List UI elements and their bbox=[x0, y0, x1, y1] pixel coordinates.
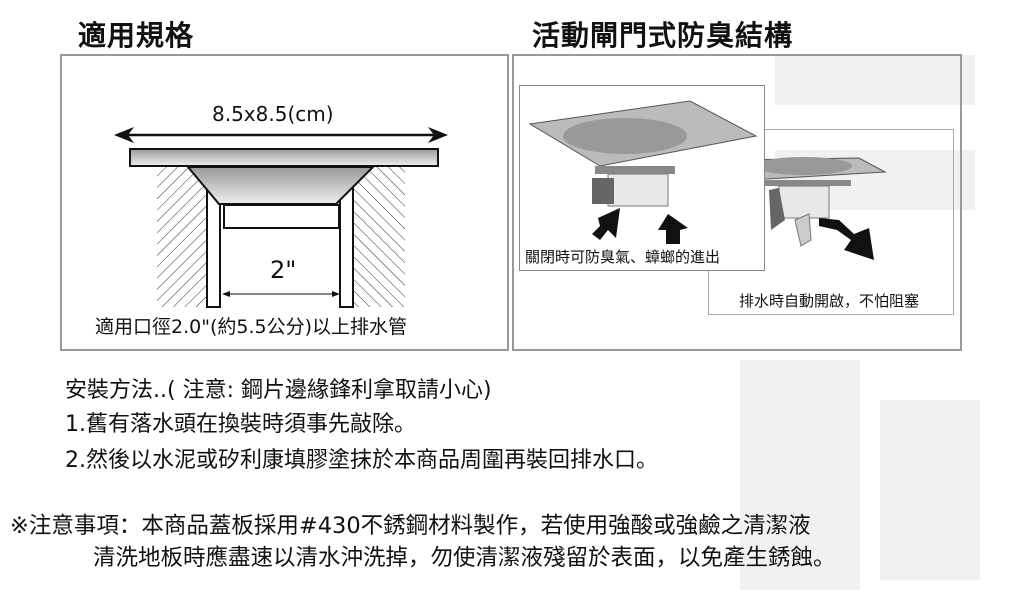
open-state-photo-frame: 排水時自動開啟，不怕阻塞 bbox=[708, 129, 954, 315]
notice-line-2: 清洗地板時應盡速以清水沖洗掉，勿使清潔液殘留於表面，以免產生銹蝕。 bbox=[93, 545, 836, 571]
install-heading: 安裝方法..( 注意: 鋼片邊緣鋒利拿取請小心) bbox=[65, 378, 492, 403]
spec-panel: 8.5x8.5(cm) 2" 適用口徑2.0"(約5.5公分)以上排水管 bbox=[60, 54, 509, 351]
pipe-diameter-label: 2" bbox=[270, 256, 297, 284]
drain-cross-section-diagram bbox=[114, 127, 448, 308]
spec-caption: 適用口徑2.0"(約5.5公分)以上排水管 bbox=[95, 316, 407, 338]
watermark bbox=[740, 360, 860, 590]
closed-state-photo-frame: 關閉時可防臭氣、蟑螂的進出 bbox=[519, 85, 765, 271]
dimension-label: 8.5x8.5(cm) bbox=[212, 102, 334, 126]
structure-panel: 排水時自動開啟，不怕阻塞 關閉時可防臭氣、蟑螂的進出 bbox=[512, 54, 962, 351]
install-step: 2.然後以水泥或矽利康填膠塗抹於本商品周圍再裝回排水口。 bbox=[65, 448, 658, 473]
watermark bbox=[775, 55, 975, 105]
drain-open-photo bbox=[727, 157, 887, 260]
closed-state-caption: 關閉時可防臭氣、蟑螂的進出 bbox=[525, 248, 721, 266]
structure-title: 活動閘門式防臭結構 bbox=[532, 19, 794, 52]
open-state-caption: 排水時自動開啟，不怕阻塞 bbox=[739, 292, 920, 310]
install-step: 1.舊有落水頭在換裝時須事先敲除。 bbox=[65, 412, 416, 437]
watermark bbox=[880, 400, 980, 580]
spec-title: 適用規格 bbox=[78, 19, 195, 52]
drain-closed-photo bbox=[528, 100, 758, 244]
notice-line-1: ※注意事項：本商品蓋板採用#430不銹鋼材料製作，若使用強酸或強鹼之清潔液 bbox=[10, 513, 811, 539]
